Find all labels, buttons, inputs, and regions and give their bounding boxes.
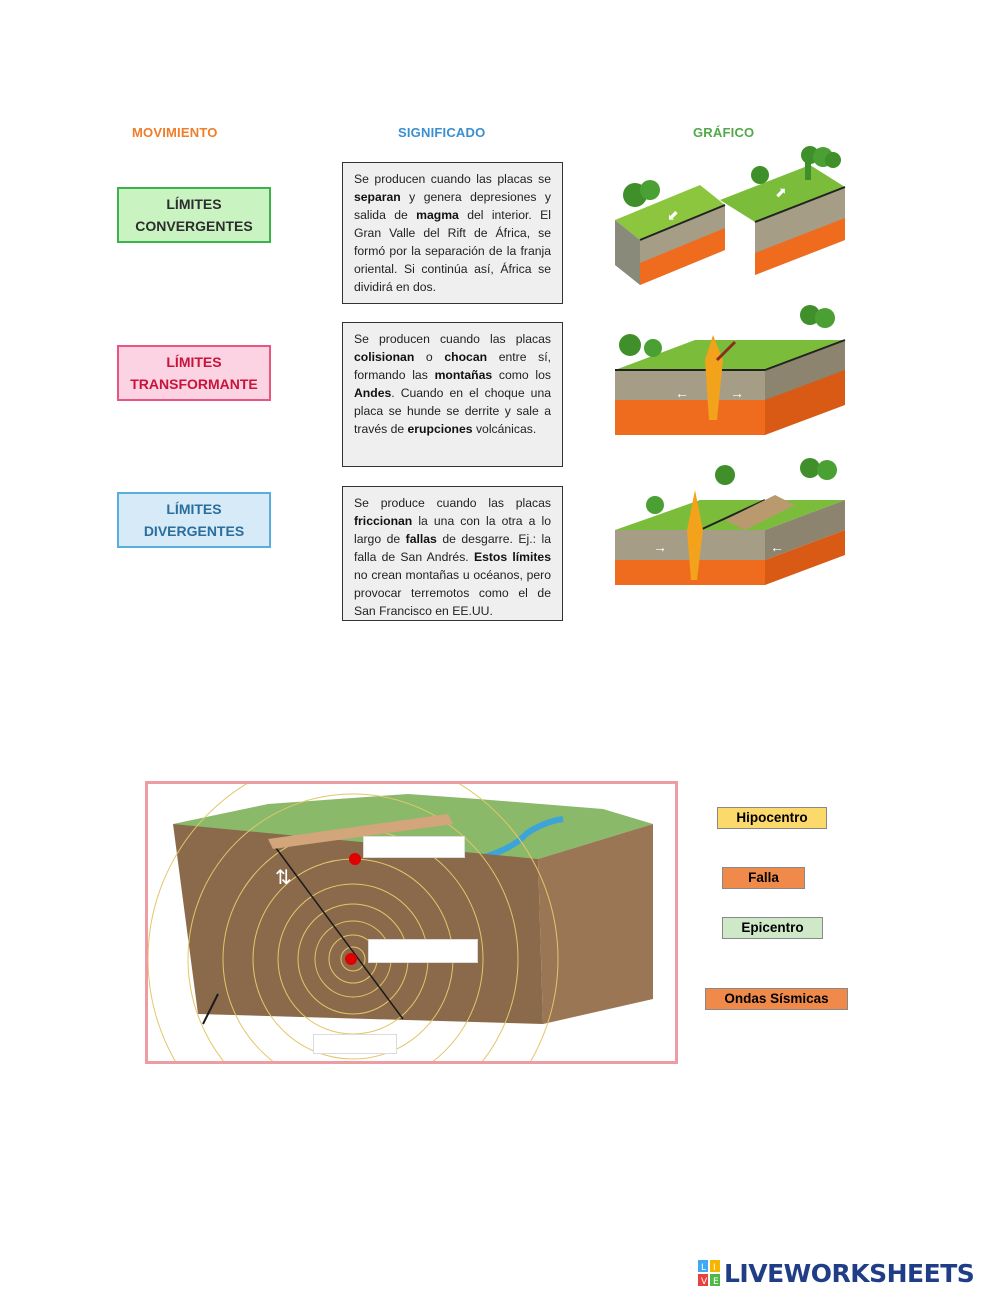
drop-zone-2[interactable]	[368, 939, 478, 963]
label-line1: LÍMITES	[166, 501, 222, 517]
tag-falla[interactable]: Falla	[722, 867, 805, 889]
logo-badge-icon: L I V E	[698, 1260, 720, 1286]
plate-separation-graphic: ⬋ ⬈	[615, 146, 846, 285]
svg-text:⇅: ⇅	[275, 865, 292, 889]
tag-hipocentro[interactable]: Hipocentro	[717, 807, 827, 829]
header-grafico: GRÁFICO	[693, 125, 755, 140]
label-line2: DIVERGENTES	[143, 523, 245, 539]
label-line1: LÍMITES	[166, 354, 222, 370]
label-limites-convergentes: LÍMITES CONVERGENTES	[117, 187, 271, 243]
svg-text:→: →	[730, 385, 744, 401]
liveworksheets-logo: L I V E LIVEWORKSHEETS	[698, 1253, 975, 1293]
label-limites-divergentes: LÍMITES DIVERGENTES	[117, 492, 271, 548]
hypocenter-dot	[345, 953, 357, 965]
tag-ondas-sismicas[interactable]: Ondas Sísmicas	[705, 988, 848, 1010]
drop-zone-1[interactable]	[363, 836, 465, 858]
logo-text: LIVEWORKSHEETS	[724, 1258, 975, 1288]
svg-text:E: E	[713, 1277, 719, 1286]
plate-friction-graphic: → ←	[615, 458, 845, 585]
svg-text:⬈: ⬈	[775, 184, 787, 200]
label-line1: LÍMITES	[166, 196, 222, 212]
svg-text:V: V	[701, 1277, 708, 1286]
svg-text:→: →	[653, 539, 667, 555]
svg-text:⬋: ⬋	[667, 207, 679, 223]
label-line2: TRANSFORMANTE	[130, 376, 258, 392]
description-chocan: Se producen cuando las placas colisionan…	[342, 322, 563, 467]
svg-text:←: ←	[770, 539, 784, 555]
epicenter-dot	[349, 853, 361, 865]
drop-zone-3[interactable]	[313, 1034, 397, 1054]
header-significado: SIGNIFICADO	[398, 125, 486, 140]
earthquake-block-diagram: ⇅	[148, 784, 653, 1061]
earthquake-diagram-frame: ⇅	[145, 781, 678, 1064]
description-friccionan: Se produce cuando las placas friccionan …	[342, 486, 563, 621]
svg-text:L: L	[701, 1263, 706, 1273]
label-line2: CONVERGENTES	[135, 218, 253, 234]
label-limites-transformante: LÍMITES TRANSFORMANTE	[117, 345, 271, 401]
header-movimiento: MOVIMIENTO	[132, 125, 218, 140]
plate-collision-graphic: ← →	[615, 305, 846, 435]
svg-text:←: ←	[675, 385, 689, 401]
svg-text:I: I	[713, 1263, 716, 1273]
tag-epicentro[interactable]: Epicentro	[722, 917, 823, 939]
description-separan: Se producen cuando las placas se separan…	[342, 162, 563, 304]
